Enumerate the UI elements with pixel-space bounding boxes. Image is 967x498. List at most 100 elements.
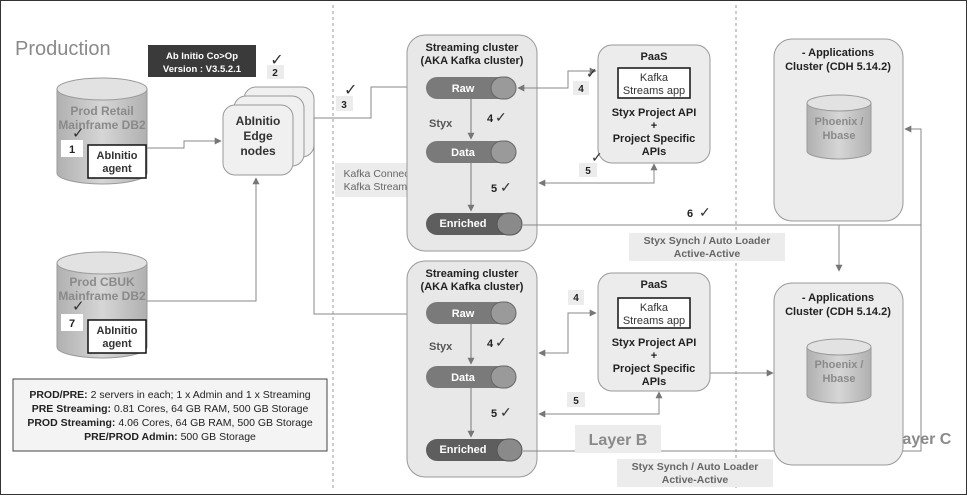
arrow-enriched-to-apps-top xyxy=(523,125,922,226)
step-number-4: 4 xyxy=(573,293,579,304)
step-number-5: 5 xyxy=(491,408,497,420)
kafka-connect-line2: Kafka Streams xyxy=(344,181,413,193)
arrow-edge-to-raw-top xyxy=(314,83,427,119)
step-number-6: 6 xyxy=(687,208,693,220)
check-mark: ✓ xyxy=(500,404,512,420)
specs-line4: PRE/PROD Admin: 500 GB Storage xyxy=(84,431,256,443)
api-line2: Project Specific xyxy=(613,363,696,375)
edge-line2: Edge xyxy=(243,129,273,143)
apps-cluster-top: - Applications Cluster (CDH 5.14.2) Phoe… xyxy=(773,38,904,222)
specs-line2: PRE Streaming: 0.81 Cores, 64 GB RAM, 50… xyxy=(32,403,309,415)
step-number-1: 1 xyxy=(69,144,75,156)
specs-line3: PROD Streaming: 4.06 Cores, 64 GB RAM, 5… xyxy=(27,417,313,429)
edge-nodes: AbInitio Edge nodes xyxy=(222,86,315,176)
check-mark: ✓ xyxy=(495,109,507,125)
version-badge: Ab Initio Co>Op Version : V3.5.2.1 xyxy=(148,45,256,77)
step-number-7: 7 xyxy=(69,318,75,330)
specs-box: PROD/PRE: 2 servers in each; 1 x Admin a… xyxy=(12,378,328,452)
step-number-4: 4 xyxy=(487,113,494,125)
step-number-3: 3 xyxy=(341,100,347,111)
arrow-raw-paas-top xyxy=(517,67,597,92)
kafka-line2: Streams app xyxy=(623,85,685,97)
arrow-cbuk-to-edge xyxy=(147,177,260,302)
check-mark: ✓ xyxy=(270,52,283,69)
step-number-5: 5 xyxy=(573,396,579,407)
step-number-4: 4 xyxy=(487,338,494,350)
layer-c-label: Layer C xyxy=(893,431,952,448)
specs-line1: PROD/PRE: 2 servers in each; 1 x Admin a… xyxy=(29,389,310,401)
check-mark: ✓ xyxy=(591,149,603,165)
paas-title: PaaS xyxy=(641,51,668,63)
apps-cluster-bottom: - Applications Cluster (CDH 5.14.2) Phoe… xyxy=(773,282,904,466)
enriched-label: Enriched xyxy=(439,444,486,456)
raw-label: Raw xyxy=(452,308,475,320)
api-line1: Styx Project API xyxy=(612,337,697,349)
prod-retail-line1: Prod Retail xyxy=(70,104,133,118)
enriched-label: Enriched xyxy=(439,218,486,230)
api-line3: APIs xyxy=(642,376,666,388)
api-line3: APIs xyxy=(642,146,666,158)
paas-top: PaaS Kafka Streams app Styx Project API … xyxy=(597,44,711,164)
check-mark: ✓ xyxy=(344,82,357,99)
streaming-cluster-top: Streaming cluster (AKA Kafka cluster) Ra… xyxy=(406,34,538,252)
sync-line1: Styx Synch / Auto Loader xyxy=(644,235,771,247)
db-line2: Hbase xyxy=(822,373,855,385)
cbuk-agent-box: AbInitio agent xyxy=(87,319,147,354)
step-number-4: 4 xyxy=(578,84,584,95)
layer-b-label: Layer B xyxy=(589,432,648,449)
styx-label: Styx xyxy=(429,341,453,353)
kafka-line1: Kafka xyxy=(640,302,669,314)
styx-label: Styx xyxy=(429,118,453,130)
cbuk-agent-line2: agent xyxy=(102,338,132,350)
cluster-title-line1: Streaming cluster xyxy=(426,42,520,54)
db-line1: Phoenix / xyxy=(815,359,864,371)
api-plus: + xyxy=(651,350,657,362)
paas-title: PaaS xyxy=(641,279,668,291)
sync-line2: Active-Active xyxy=(662,474,729,486)
step-number-5: 5 xyxy=(491,183,497,195)
check-mark: ✓ xyxy=(72,125,85,142)
db-line2: Hbase xyxy=(822,130,855,142)
apps-title-line1: - Applications xyxy=(802,47,874,59)
api-line2: Project Specific xyxy=(613,133,696,145)
paas-bottom: PaaS Kafka Streams app Styx Project API … xyxy=(597,272,711,392)
prod-retail-line2: Mainframe DB2 xyxy=(58,118,146,132)
arrow-data-paas-bottom xyxy=(538,391,663,418)
kafka-connect-line1: Kafka Connect xyxy=(344,168,413,180)
apps-title-line2: Cluster (CDH 5.14.2) xyxy=(785,306,891,318)
section-title: Production xyxy=(15,38,111,60)
version-line2: Version : V3.5.2.1 xyxy=(163,64,242,75)
sync-line2: Active-Active xyxy=(674,248,741,260)
retail-agent-line1: AbInitio xyxy=(97,150,138,162)
check-mark: ✓ xyxy=(495,334,507,350)
sync-line1: Styx Synch / Auto Loader xyxy=(632,461,759,473)
cluster-title-line2: (AKA Kafka cluster) xyxy=(421,55,524,67)
db-line1: Phoenix / xyxy=(815,116,864,128)
apps-title-line2: Cluster (CDH 5.14.2) xyxy=(785,61,891,73)
api-line1: Styx Project API xyxy=(612,107,697,119)
step-number-2: 2 xyxy=(272,68,278,79)
data-label: Data xyxy=(451,147,476,159)
api-plus: + xyxy=(651,120,657,132)
check-mark: ✓ xyxy=(586,65,598,81)
arrow-retail-to-edge xyxy=(147,137,222,149)
apps-title-line1: - Applications xyxy=(802,292,874,304)
version-line1: Ab Initio Co>Op xyxy=(166,51,238,62)
prod-cbuk-line2: Mainframe DB2 xyxy=(58,289,146,303)
retail-agent-box: AbInitio agent xyxy=(87,144,147,179)
raw-label: Raw xyxy=(452,83,475,95)
arrow-raw-paas-bottom xyxy=(538,309,597,357)
data-label: Data xyxy=(451,372,476,384)
arrow-data-paas-top xyxy=(538,163,658,187)
step-number-5: 5 xyxy=(585,166,591,177)
streaming-cluster-bottom: Streaming cluster (AKA Kafka cluster) Ra… xyxy=(406,260,538,478)
kafka-line2: Streams app xyxy=(623,315,685,327)
cbuk-agent-line1: AbInitio xyxy=(97,325,138,337)
kafka-line1: Kafka xyxy=(640,72,669,84)
cluster-title-line2: (AKA Kafka cluster) xyxy=(421,281,524,293)
cluster-title-line1: Streaming cluster xyxy=(426,268,520,280)
prod-cbuk-line1: Prod CBUK xyxy=(69,275,135,289)
check-mark: ✓ xyxy=(500,179,512,195)
check-mark: ✓ xyxy=(699,204,711,220)
arrow-edge-to-raw-bottom xyxy=(313,118,427,318)
